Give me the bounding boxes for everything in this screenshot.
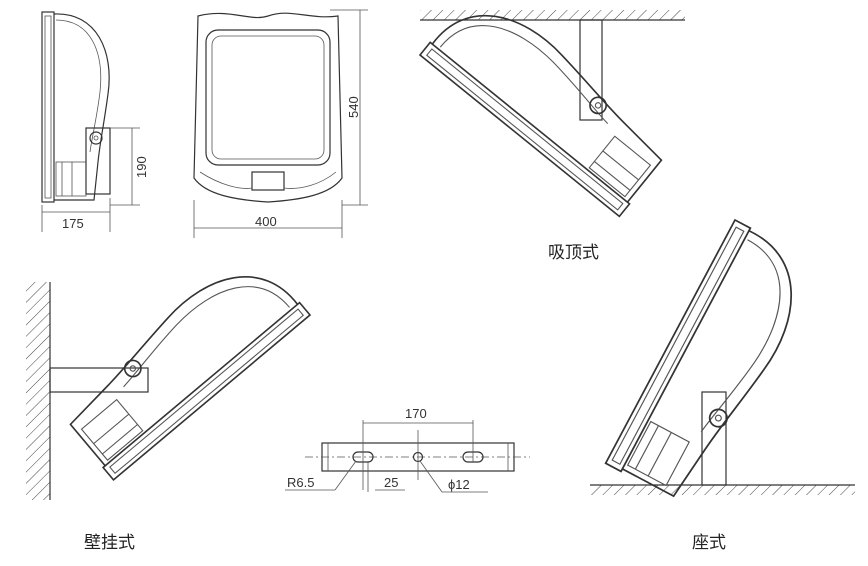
label-wall-mount: 壁挂式 [84,533,135,553]
floor-hatch [590,485,855,495]
dimension-25: 25 [384,475,398,490]
label-ceiling-mount: 吸顶式 [548,243,599,263]
label-floor-mount: 座式 [692,533,726,553]
dimension-540: 540 [346,96,361,118]
wall-mount-view: 壁挂式 [26,244,311,553]
dimension-phi12: ϕ12 [448,477,470,492]
front-view: 400 540 [193,9,368,238]
dimension-170: 170 [405,406,427,421]
dimension-190: 190 [134,156,149,178]
wall-arm [49,367,149,393]
wall-hatch [26,282,50,500]
dimension-r6-5: R6.5 [287,475,314,490]
floor-stand [701,391,727,486]
ceiling-hatch [420,10,685,20]
bracket-detail: 170 R6.5 25 ϕ12 [285,406,530,493]
ceiling-pole [579,19,603,121]
mounting-bracket [85,127,111,195]
floor-mount-view: 座式 [590,219,855,553]
dimension-400: 400 [255,214,277,229]
side-view: 175 190 [41,11,149,232]
dimension-175: 175 [62,216,84,231]
ceiling-mount-view: 吸顶式 [419,0,685,263]
